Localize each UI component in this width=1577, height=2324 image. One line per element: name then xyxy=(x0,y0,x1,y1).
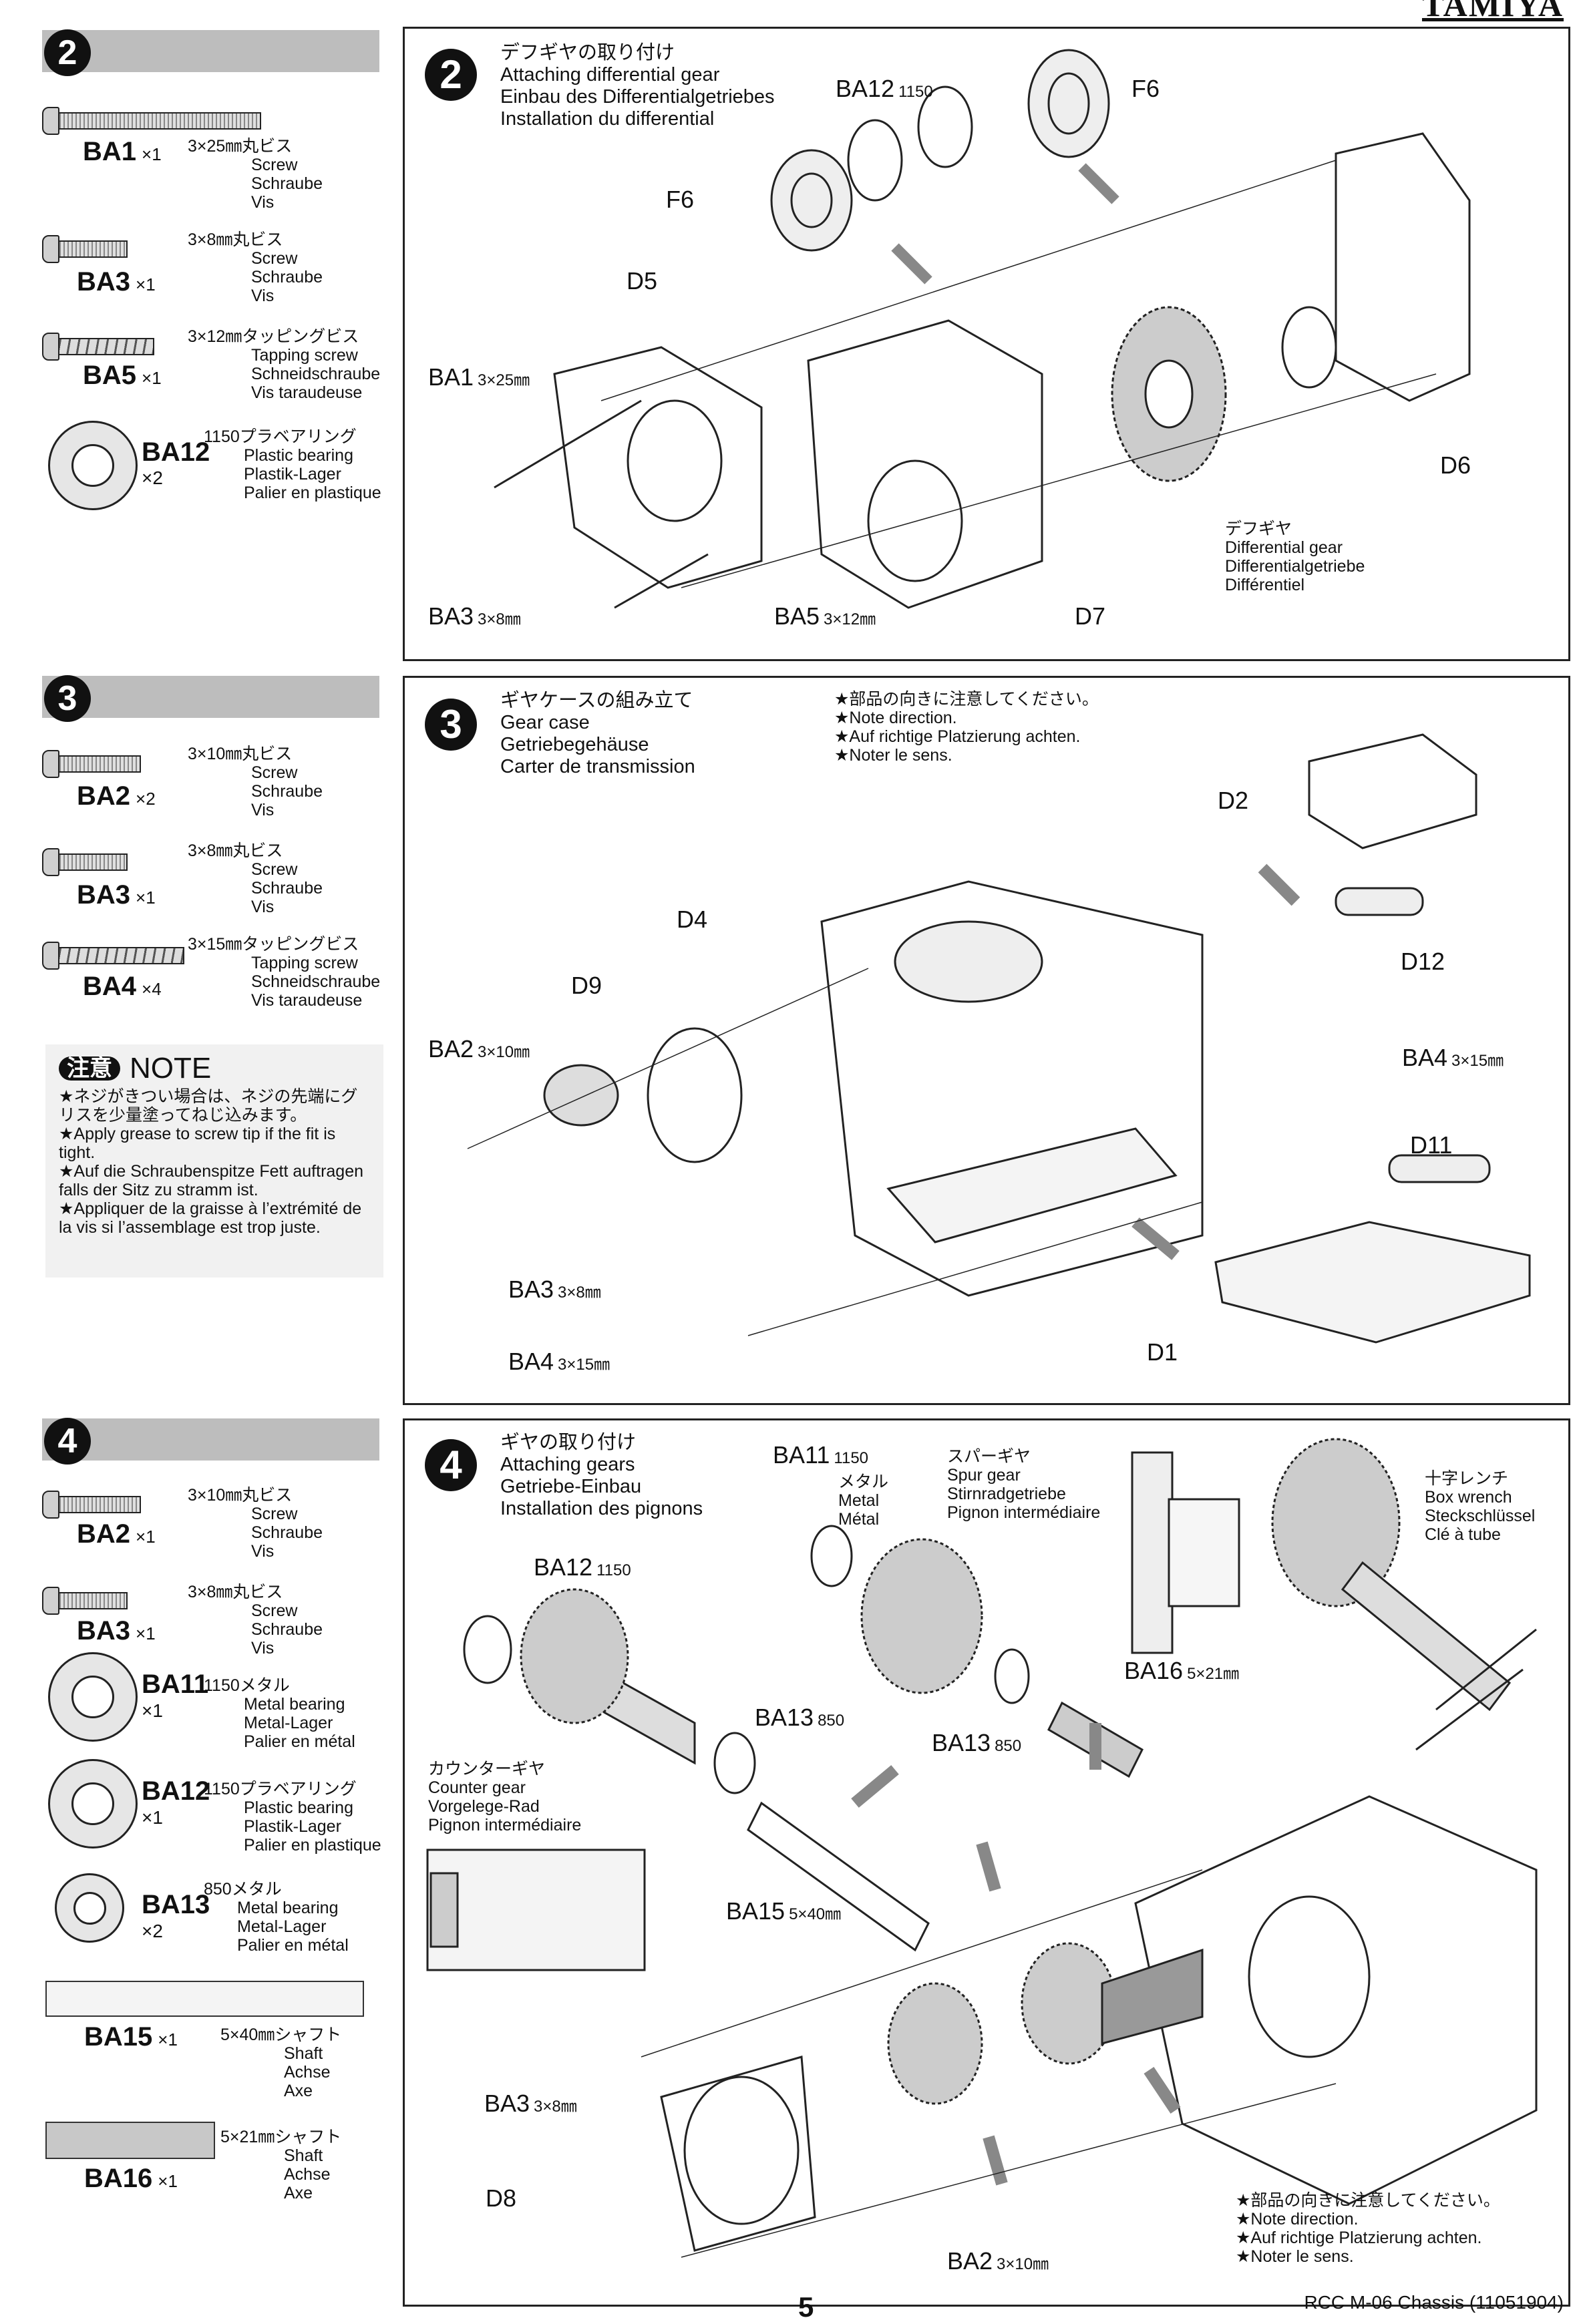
shaft-ba16-icon xyxy=(45,2122,215,2159)
part-label-ba11: BA11 xyxy=(142,1670,209,1699)
brand-logo: TAMIYA xyxy=(1421,0,1564,23)
caution-badge: 注意 xyxy=(59,1056,120,1081)
bearing-ba12-icon xyxy=(48,421,138,510)
step-2-badge: 2 xyxy=(425,49,477,101)
callout-d7: D7 xyxy=(1075,602,1106,630)
step-2-diagram-panel xyxy=(403,27,1570,661)
callout-d9: D9 xyxy=(571,972,602,999)
part-qty-ba11: ×1 xyxy=(142,1700,163,1721)
shaft-ba15-icon xyxy=(45,1981,364,2017)
part-qty-ba12: ×2 xyxy=(142,467,163,488)
part-label-ba3: BA3×1 xyxy=(77,1616,156,1645)
step-3-badge: 3 xyxy=(425,699,477,751)
step-2-header-bar xyxy=(42,30,379,72)
part-label-ba12: BA12 xyxy=(142,1776,210,1806)
part-label-ba2: BA2×2 xyxy=(77,781,156,811)
callout-d6: D6 xyxy=(1440,451,1471,479)
note-line: ★Auf die Schraubenspitze Fett auftragen … xyxy=(59,1162,364,1199)
step-3-header-bar xyxy=(42,676,379,718)
metal-bearing-ba13-icon xyxy=(55,1873,124,1943)
part-label-ba15: BA15×1 xyxy=(84,2022,178,2052)
part-label-ba13: BA13 xyxy=(142,1890,210,1919)
step-2-number: 2 xyxy=(44,29,91,76)
callout-d12: D12 xyxy=(1401,948,1445,975)
callout-d4: D4 xyxy=(677,906,708,933)
part-label-ba3: BA3×1 xyxy=(77,267,156,297)
part-qty-ba13: ×2 xyxy=(142,1921,163,1941)
note-line: ★Appliquer de la graisse à l’extrémité d… xyxy=(59,1199,362,1237)
page-number: 5 xyxy=(798,2291,814,2323)
part-label-ba12: BA12 xyxy=(142,437,210,467)
manual-footer: RCC M-06 Chassis (11051904) xyxy=(1304,2292,1564,2313)
step-4-badge: 4 xyxy=(425,1439,477,1491)
step-3-diagram-panel xyxy=(403,676,1570,1405)
part-label-ba16: BA16×1 xyxy=(84,2164,178,2193)
callout-d5: D5 xyxy=(627,267,658,295)
part-label-ba2: BA2×1 xyxy=(77,1519,156,1549)
grease-note-box: 注意 NOTE ★ネジがきつい場合は、ネジの先端にグリスを少量塗ってねじ込みます。… xyxy=(45,1044,383,1278)
callout-f6: F6 xyxy=(666,186,695,213)
callout-f6: F6 xyxy=(1131,75,1160,102)
part-qty-ba12: ×1 xyxy=(142,1807,163,1828)
direction-note: ★部品の向きに注意してください。★Note direction.★Auf ric… xyxy=(1236,2191,1500,2266)
direction-note: ★部品の向きに注意してください。★Note direction.★Auf ric… xyxy=(834,690,1099,765)
metal-bearing-ba11-icon xyxy=(48,1652,138,1742)
note-title: NOTE xyxy=(130,1052,212,1085)
step-4-number: 4 xyxy=(44,1418,91,1465)
step-4-diagram-panel xyxy=(403,1418,1570,2307)
callout-d2: D2 xyxy=(1218,787,1249,814)
callout-d11: D11 xyxy=(1410,1131,1453,1159)
step-3-number: 3 xyxy=(44,675,91,722)
plastic-bearing-ba12-icon xyxy=(48,1759,138,1849)
part-label-ba4: BA4×4 xyxy=(83,972,162,1001)
part-label-ba1: BA1×1 xyxy=(83,137,162,166)
part-label-ba3: BA3×1 xyxy=(77,880,156,910)
part-label-ba5: BA5×1 xyxy=(83,361,162,390)
note-line: ★Apply grease to screw tip if the fit is… xyxy=(59,1125,336,1162)
note-line: ★ネジがきつい場合は、ネジの先端にグリスを少量塗ってねじ込みます。 xyxy=(59,1087,358,1125)
callout-d8: D8 xyxy=(486,2184,517,2212)
callout-d1: D1 xyxy=(1147,1338,1178,1366)
step-4-header-bar xyxy=(42,1418,379,1461)
